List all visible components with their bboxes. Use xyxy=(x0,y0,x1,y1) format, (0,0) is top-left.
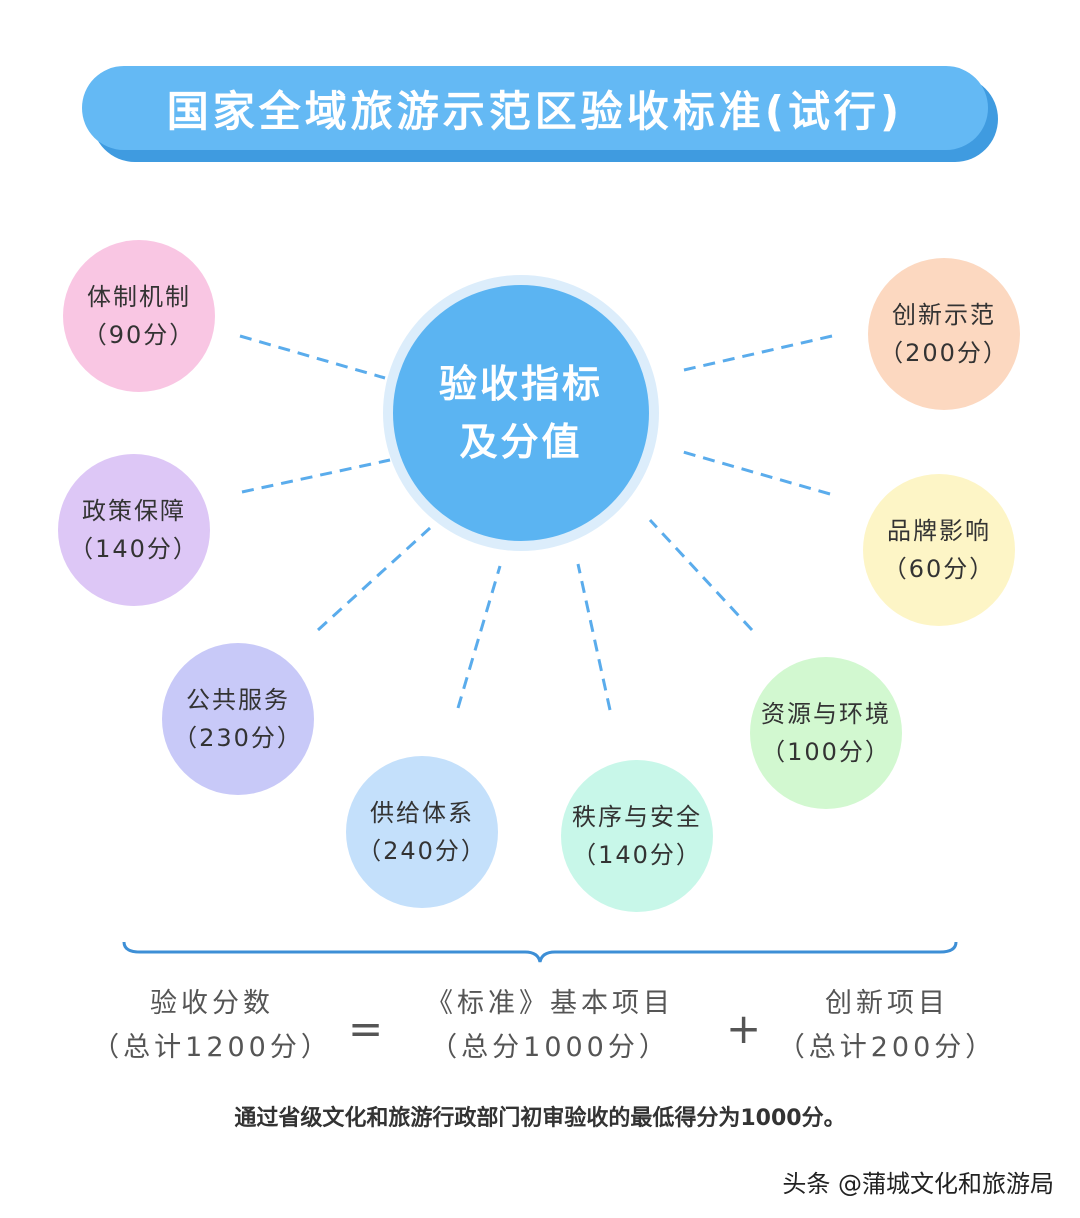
node-score: （140分） xyxy=(69,535,199,563)
node-score: （230分） xyxy=(173,724,303,752)
node-chuangxin: 创新示范 （200分） xyxy=(868,258,1020,410)
connector-gongji xyxy=(456,565,502,709)
connector-ziyuan xyxy=(648,518,754,632)
node-score: （100分） xyxy=(761,738,891,766)
node-label: 品牌影响 xyxy=(887,517,991,545)
node-pinpai: 品牌影响 （60分） xyxy=(863,474,1015,626)
basic-value: （总分1000分） xyxy=(430,1032,670,1063)
node-tizhi: 体制机制 （90分） xyxy=(63,240,215,392)
title-bar: 国家全域旅游示范区验收标准(试行) xyxy=(82,66,988,150)
plus-sign: + xyxy=(726,1004,762,1053)
total-value: （总计1200分） xyxy=(92,1032,332,1063)
hub-line1: 验收指标 xyxy=(438,362,603,406)
hub-circle: 验收指标 及分值 xyxy=(393,285,649,541)
connector-tizhi xyxy=(239,334,386,380)
node-gonggong: 公共服务 （230分） xyxy=(162,643,314,795)
formula-total: 验收分数 （总计1200分） xyxy=(92,982,332,1070)
node-zhixu: 秩序与安全 （140分） xyxy=(561,760,713,912)
node-label: 供给体系 xyxy=(370,799,474,827)
node-ziyuan: 资源与环境 （100分） xyxy=(750,657,902,809)
footnote: 通过省级文化和旅游行政部门初审验收的最低得分为1000分。 xyxy=(234,1106,846,1131)
innovation-value: （总计200分） xyxy=(777,1032,997,1063)
node-score: （240分） xyxy=(357,837,487,865)
hub-line2: 及分值 xyxy=(459,420,583,464)
equals-sign: = xyxy=(348,1004,384,1053)
node-gongji: 供给体系 （240分） xyxy=(346,756,498,908)
node-score: （60分） xyxy=(882,555,996,583)
connector-chuangxin xyxy=(683,334,833,372)
node-score: （200分） xyxy=(879,339,1009,367)
formula-innovation: 创新项目 （总计200分） xyxy=(772,982,1002,1070)
node-label: 公共服务 xyxy=(186,686,290,714)
basic-label: 《标准》基本项目 xyxy=(426,988,674,1019)
node-score: （90分） xyxy=(82,321,196,349)
node-label: 政策保障 xyxy=(82,497,186,525)
innovation-label: 创新项目 xyxy=(825,988,949,1019)
node-label: 体制机制 xyxy=(87,283,191,311)
connector-zhixu xyxy=(576,563,612,711)
node-label: 资源与环境 xyxy=(761,700,891,728)
total-label: 验收分数 xyxy=(150,988,274,1019)
node-zhengce: 政策保障 （140分） xyxy=(58,454,210,606)
node-label: 创新示范 xyxy=(892,301,996,329)
connector-gonggong xyxy=(316,526,432,632)
formula-basic: 《标准》基本项目 （总分1000分） xyxy=(400,982,700,1070)
node-score: （140分） xyxy=(572,841,702,869)
connector-zhengce xyxy=(241,458,391,494)
node-label: 秩序与安全 xyxy=(572,803,702,831)
watermark: 头条 @蒲城文化和旅游局 xyxy=(782,1170,1054,1198)
connector-pinpai xyxy=(682,450,831,496)
page-title: 国家全域旅游示范区验收标准(试行) xyxy=(166,86,904,136)
